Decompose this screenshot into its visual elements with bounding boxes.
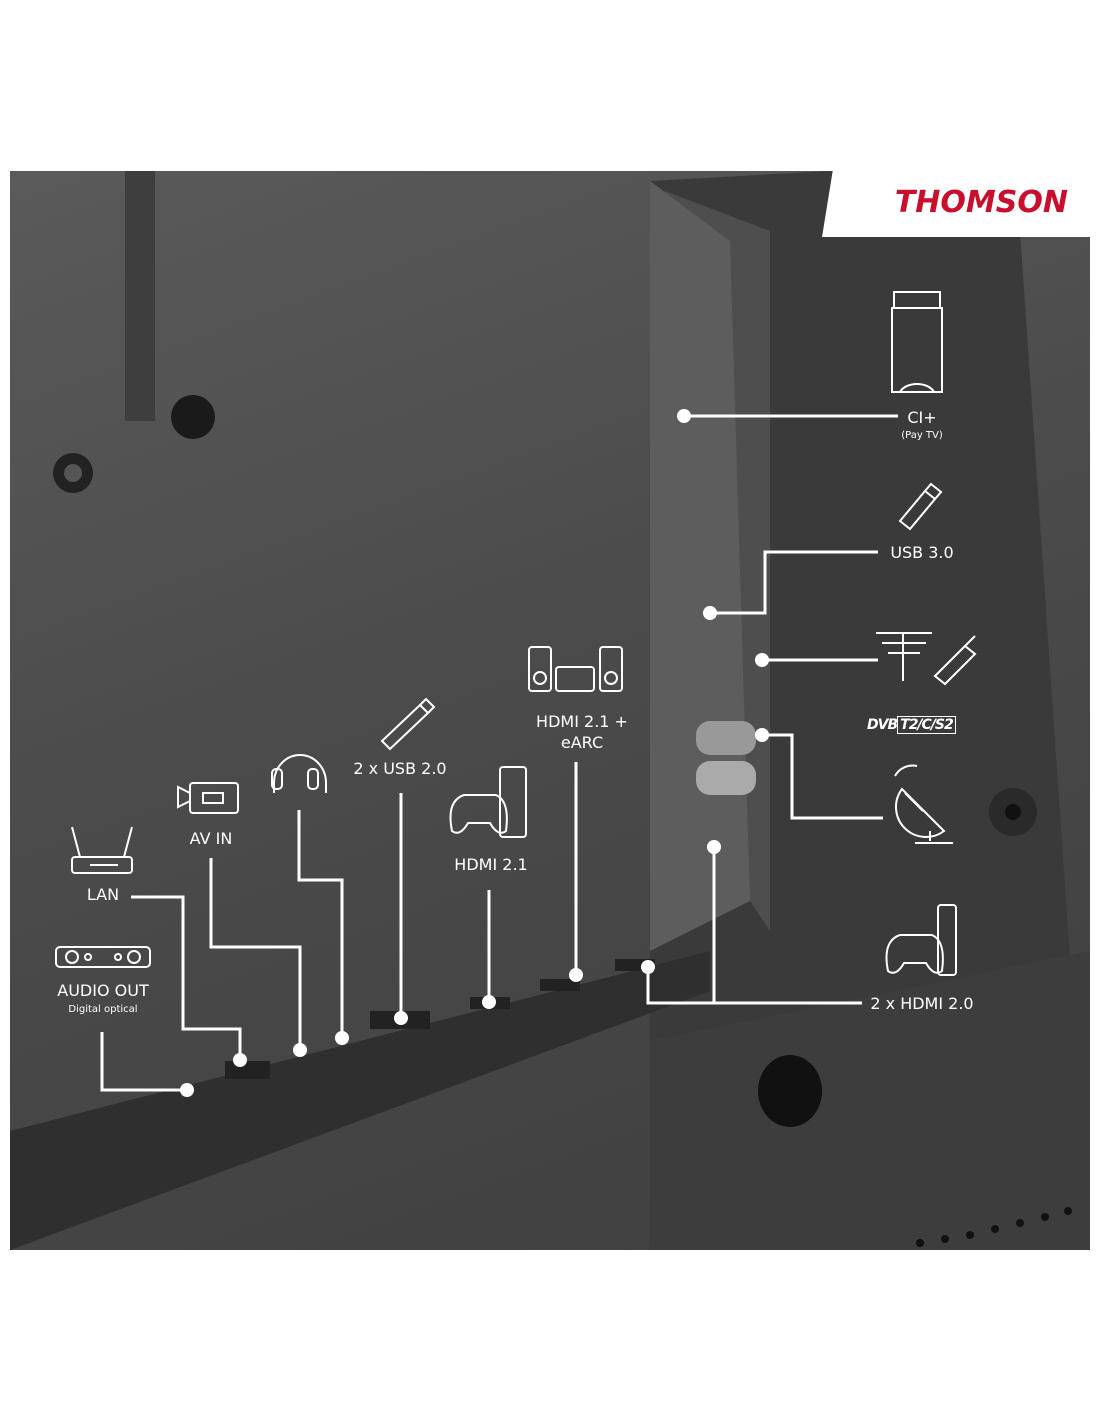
thomson-logo: THOMSON xyxy=(822,171,1090,237)
tv-rear-photo xyxy=(10,171,1090,1250)
ci-label: CI+ xyxy=(907,408,937,427)
game-console-icon xyxy=(885,904,957,976)
earc-label-2: eARC xyxy=(560,733,604,752)
usb-stick-icon xyxy=(380,697,436,751)
lan-label: LAN xyxy=(86,885,120,904)
av-in-label: AV IN xyxy=(189,829,233,848)
satellite-dish-icon xyxy=(894,764,953,844)
game-console-icon xyxy=(449,766,527,838)
audio-out-label: AUDIO OUT xyxy=(57,981,149,1000)
connector-lines xyxy=(100,409,898,1097)
router-icon xyxy=(71,826,133,874)
antenna-coax-icon xyxy=(876,632,977,686)
hdmi20-label: 2 x HDMI 2.0 xyxy=(870,994,974,1013)
hdmi21-label: HDMI 2.1 xyxy=(454,855,528,874)
audio-out-sublabel: Digital optical xyxy=(68,1004,138,1015)
optical-audio-icon xyxy=(55,946,151,968)
earc-label: HDMI 2.1 + xyxy=(536,712,628,731)
ci-card-icon xyxy=(891,291,943,393)
camcorder-icon xyxy=(177,782,239,814)
usb2-label: 2 x USB 2.0 xyxy=(353,759,447,778)
usb3-label: USB 3.0 xyxy=(890,543,954,562)
ci-sublabel: (Pay TV) xyxy=(901,430,943,441)
usb-stick-icon xyxy=(898,482,943,531)
tv-body xyxy=(10,171,1090,1250)
headphones-icon xyxy=(271,754,327,793)
speakers-icon xyxy=(528,646,623,692)
